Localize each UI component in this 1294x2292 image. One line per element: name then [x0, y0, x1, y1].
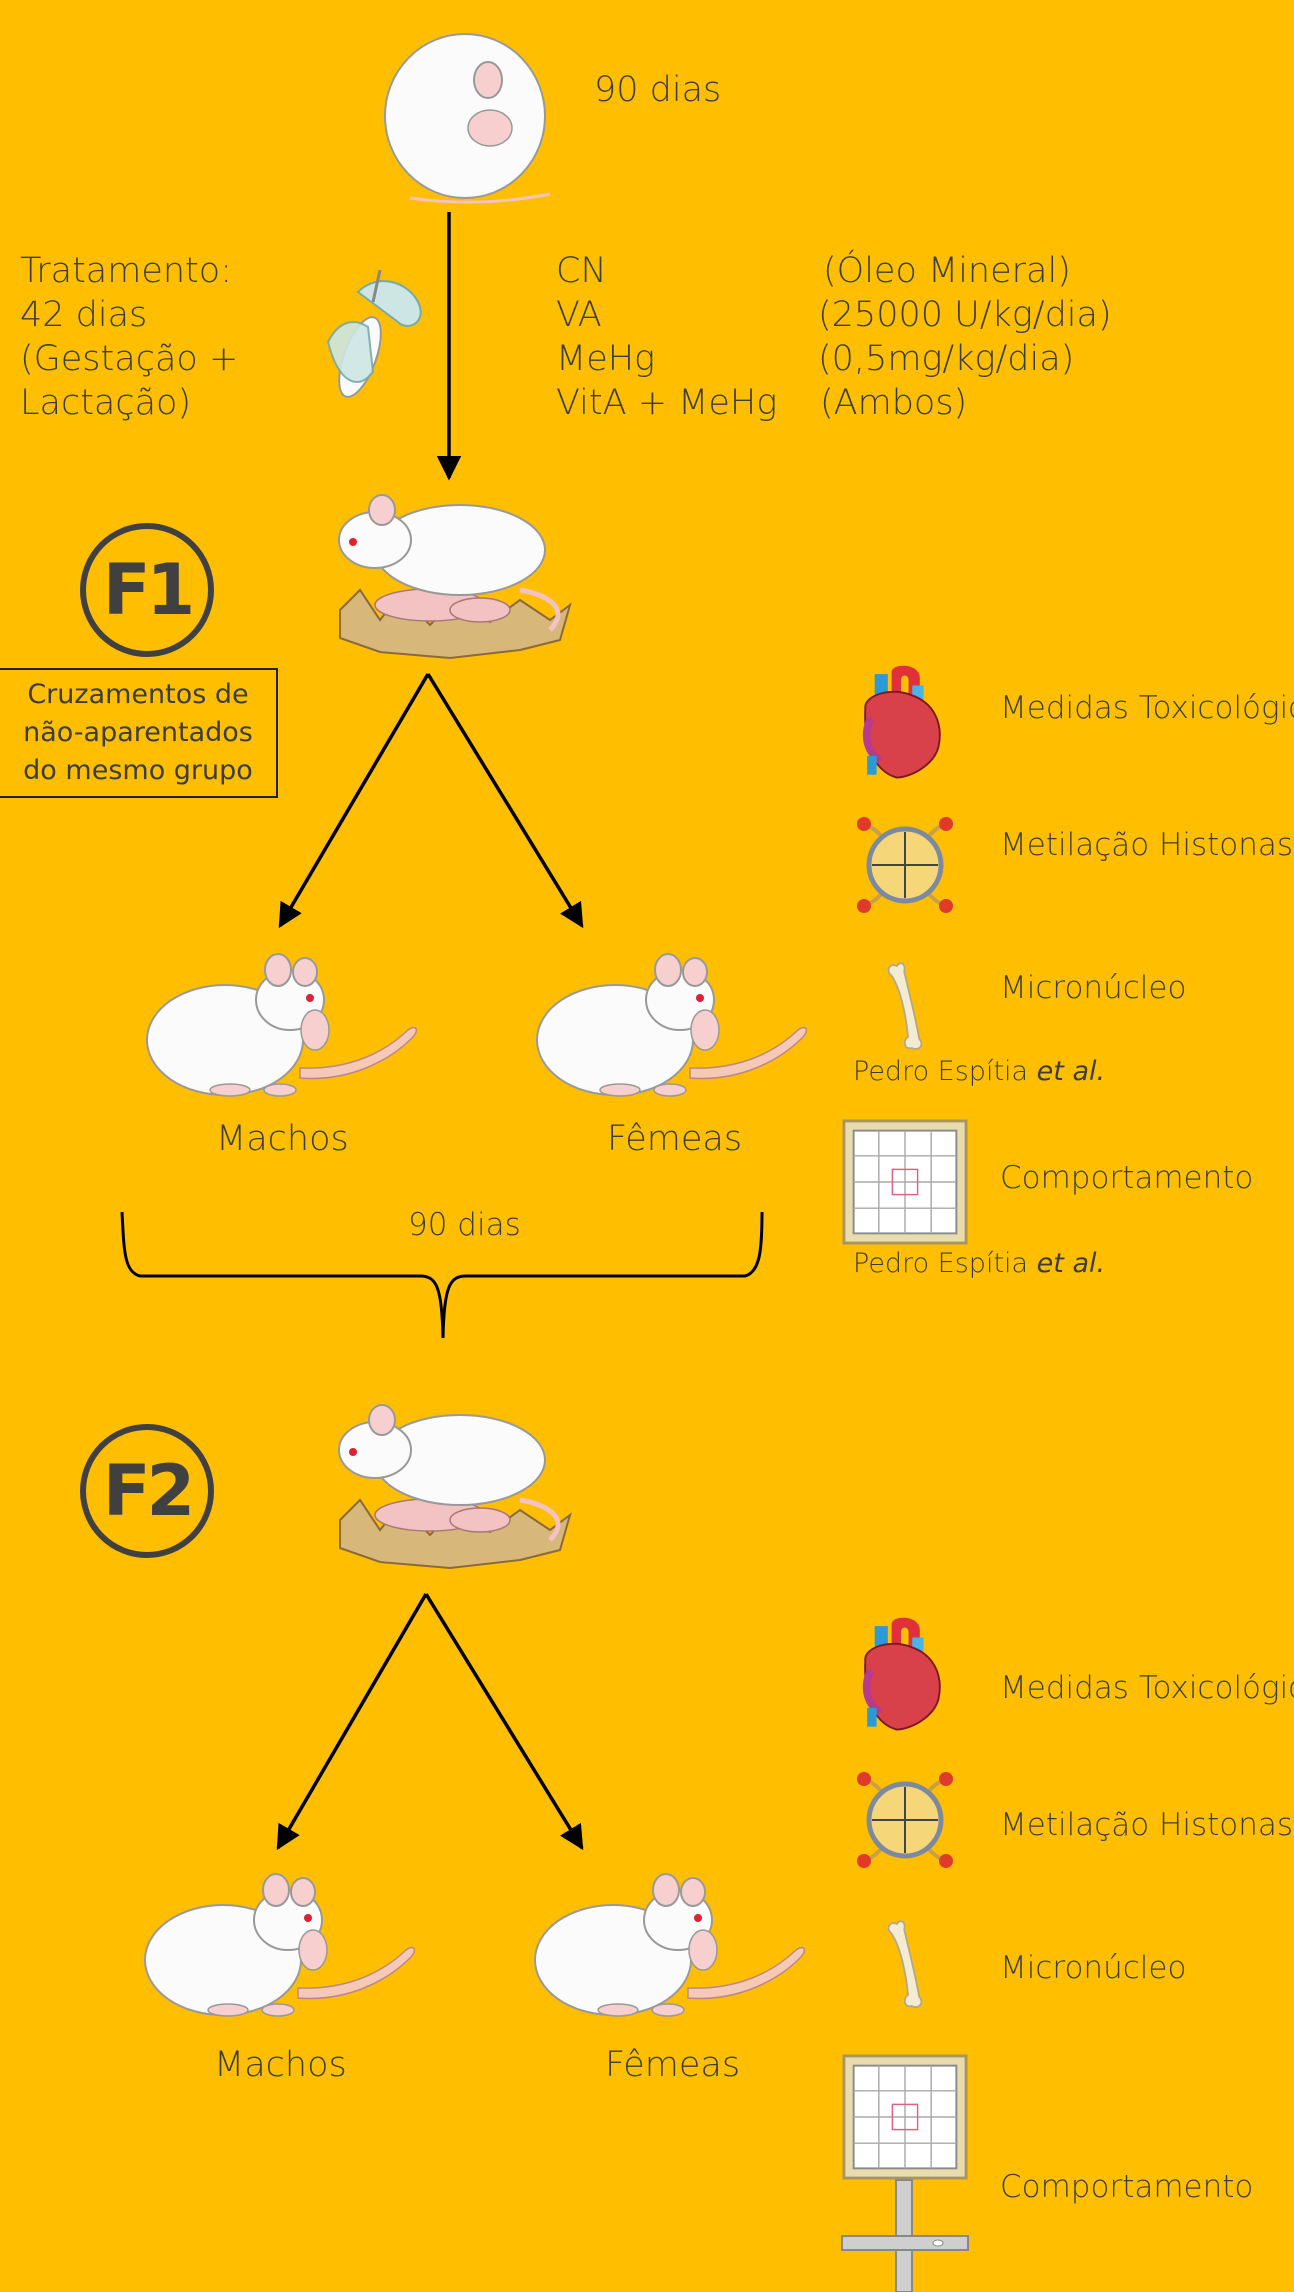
f2-female-rat-image: [528, 1870, 808, 2020]
histone-icon: [850, 1765, 960, 1875]
f1-days-label: 90 dias: [408, 1207, 521, 1243]
group-code-mehg: MeHg: [556, 339, 656, 379]
group-desc-ambos: (Ambos): [820, 383, 968, 423]
f2-behavior-label: Comportamento: [1000, 2169, 1254, 2205]
heart-icon: [854, 1616, 948, 1734]
f1-micro-credit-name: Pedro Espítia: [853, 1056, 1029, 1087]
group-desc-mehg: (0,5mg/kg/dia): [818, 339, 1075, 379]
plus-maze-icon: [841, 2179, 969, 2292]
treatment-line-1: Tratamento:: [20, 251, 232, 291]
f1-tox-label: Medidas Toxicológicas: [1000, 690, 1294, 726]
f1-micro-credit-etal: et al.: [1036, 1056, 1106, 1087]
f1-female-label: Fêmeas: [607, 1119, 743, 1159]
f1-micro-label: Micronúcleo: [1000, 970, 1187, 1006]
f2-badge: F2: [80, 1424, 214, 1558]
f1-behavior-credit-etal: et al.: [1036, 1248, 1106, 1279]
f1-behavior-label: Comportamento: [1000, 1160, 1254, 1196]
f1-behavior-credit: Pedro Espítia et al.: [853, 1248, 1105, 1279]
f2-tox-label: Medidas Toxicológicas: [1000, 1670, 1294, 1706]
f1-methyl-label: Metilação Histonas: [1000, 827, 1294, 863]
f1-badge: F1: [80, 523, 214, 657]
f1-behavior-credit-name: Pedro Espítia: [853, 1248, 1029, 1279]
group-desc-cn: (Óleo Mineral): [823, 251, 1071, 291]
bone-icon: [880, 1918, 936, 2012]
f1-micro-credit: Pedro Espítia et al.: [853, 1056, 1105, 1087]
cross-box: Cruzamentos de não-aparentados do mesmo …: [0, 668, 278, 798]
gavage-hands-image: [326, 269, 422, 398]
treatment-line-4: Lactação): [20, 383, 192, 423]
f2-methyl-label: Metilação Histonas: [1000, 1807, 1294, 1843]
treatment-line-2: 42 dias: [20, 295, 148, 335]
cross-box-line-1: Cruzamentos de: [27, 679, 249, 710]
f2-micro-label: Micronúcleo: [1000, 1950, 1187, 1986]
f2-male-rat-image: [138, 1870, 418, 2020]
open-field-icon: [842, 2054, 968, 2180]
f2-female-label: Fêmeas: [605, 2045, 741, 2085]
f1-male-label: Machos: [216, 1119, 349, 1159]
group-code-vita-mehg: VitA + MeHg: [556, 383, 778, 423]
group-desc-va: (25000 U/kg/dia): [818, 295, 1112, 335]
adult-rat-image: [384, 33, 551, 204]
f2-male-label: Machos: [214, 2045, 347, 2085]
treatment-line-3: (Gestação +: [20, 339, 239, 379]
group-code-cn: CN: [556, 251, 607, 291]
cross-box-line-2: não-aparentados: [23, 717, 253, 748]
top-days-label: 90 dias: [594, 70, 722, 110]
group-code-va: VA: [556, 295, 602, 335]
cross-box-line-3: do mesmo grupo: [23, 755, 253, 786]
